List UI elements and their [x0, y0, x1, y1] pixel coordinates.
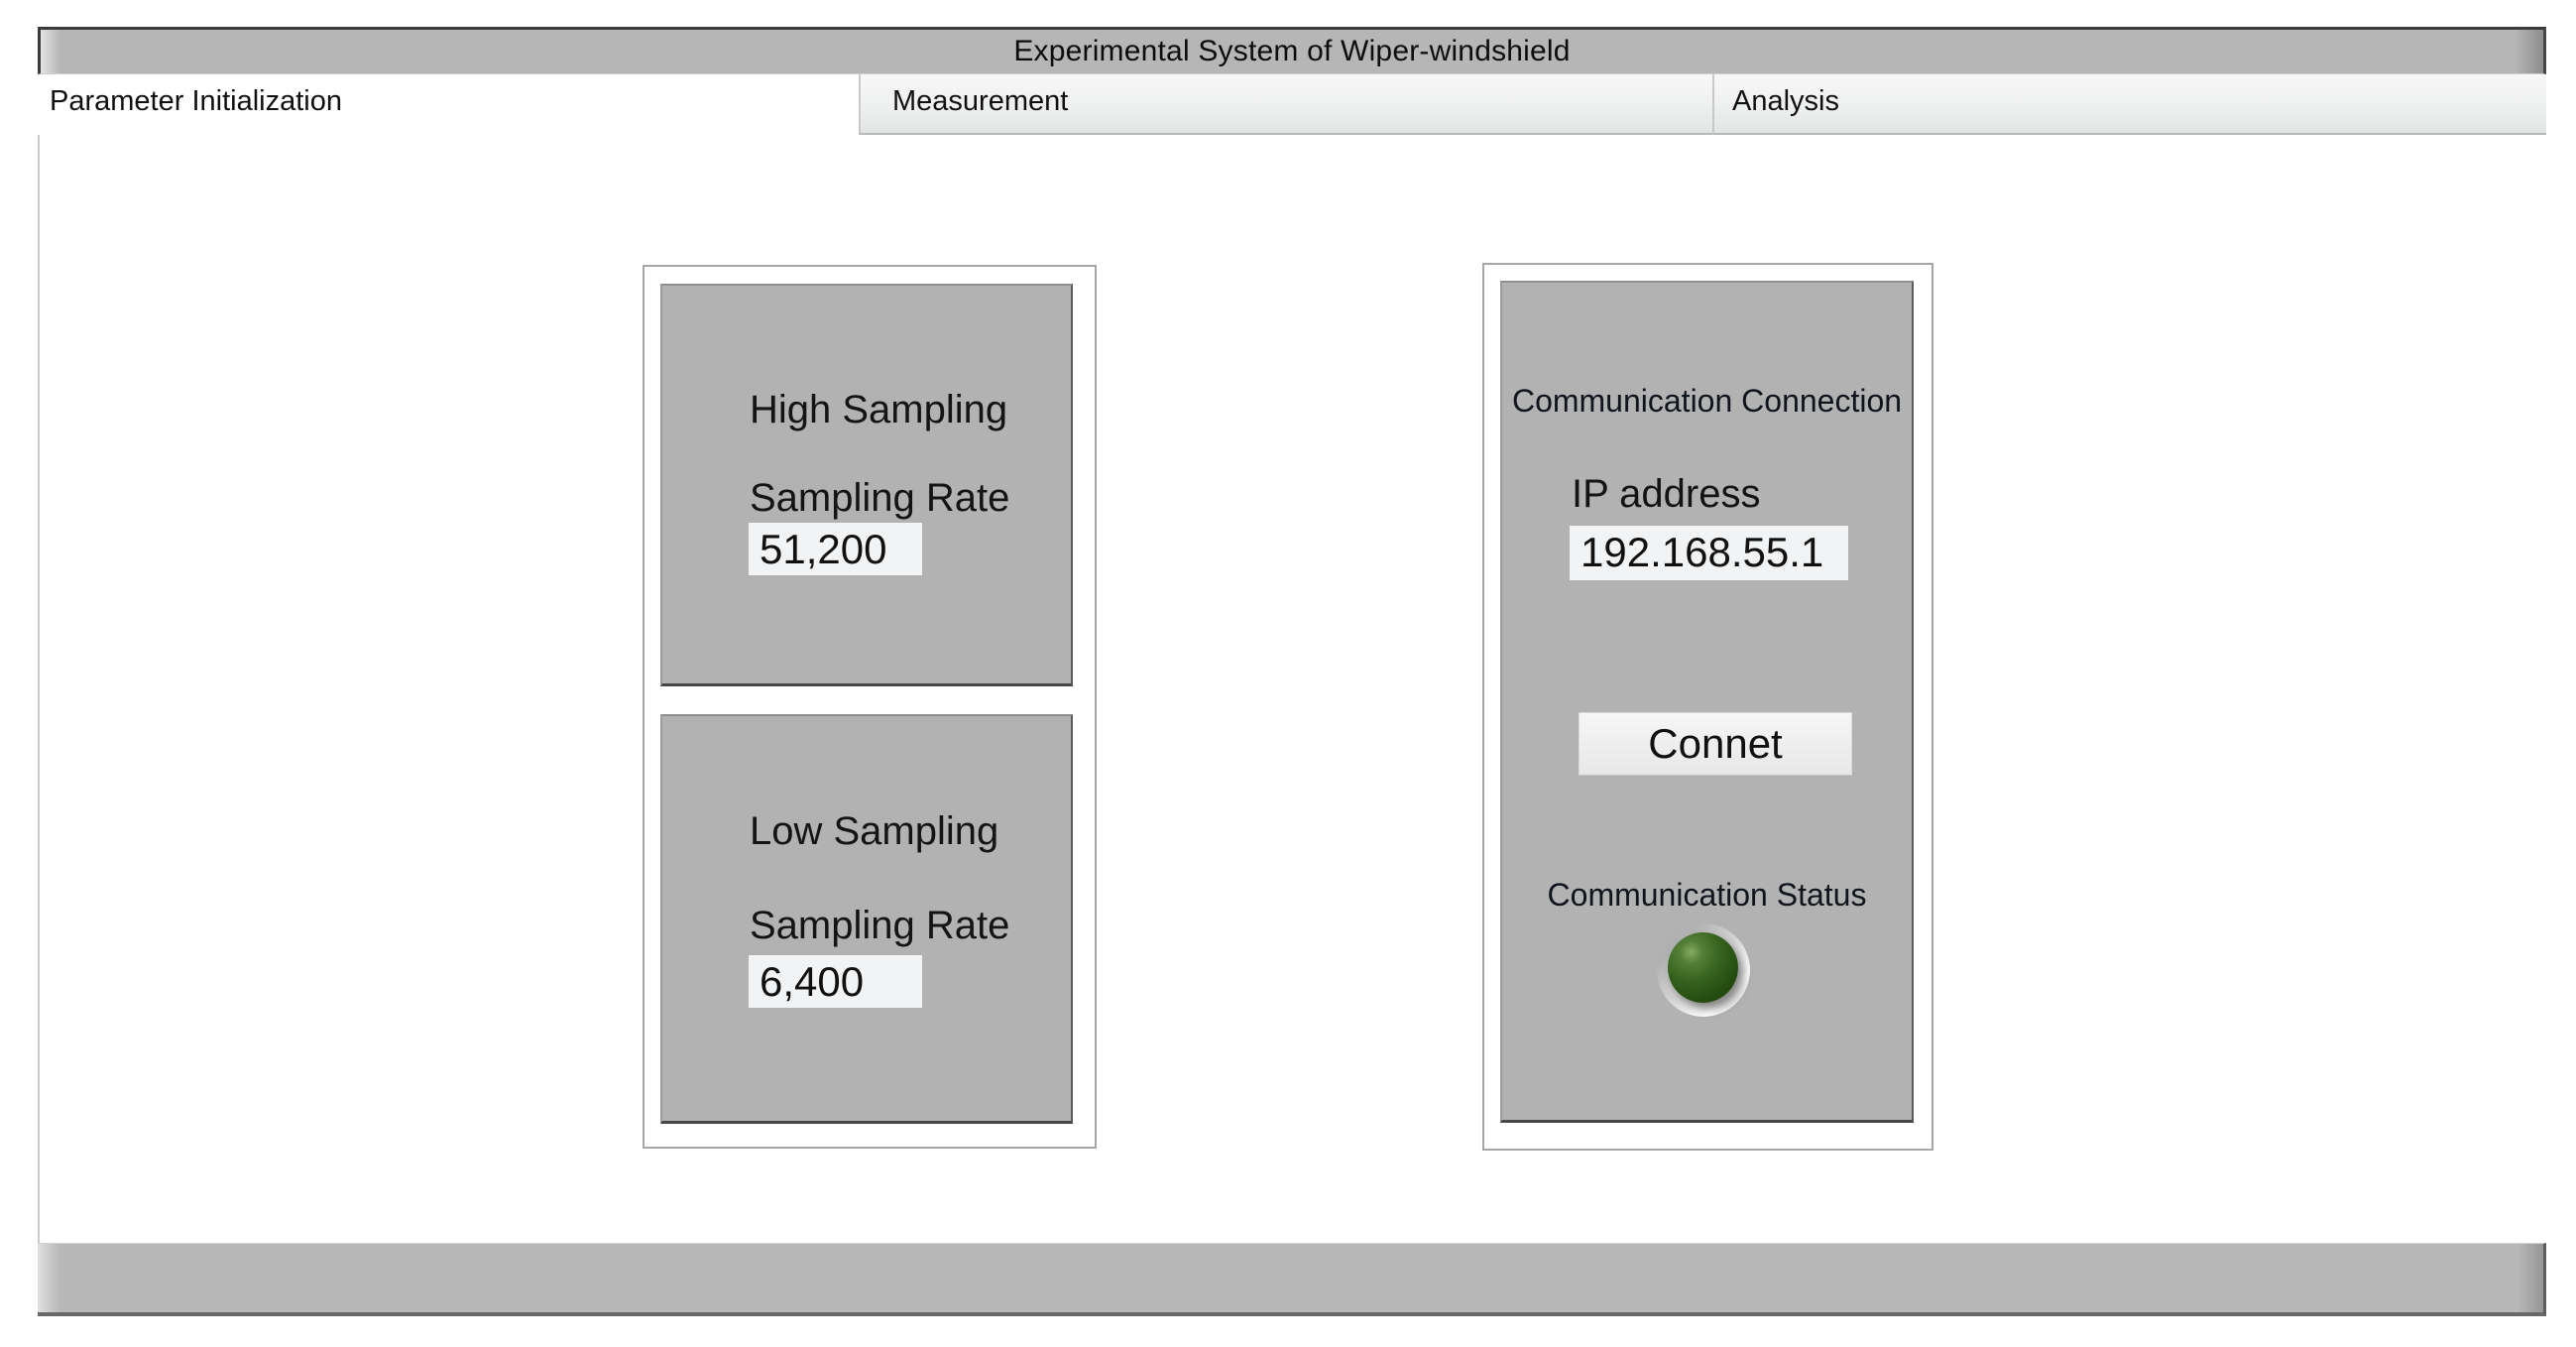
communication-group: Communication Connection IP address 192.… — [1482, 263, 1933, 1151]
low-sampling-title: Low Sampling — [750, 809, 999, 853]
low-sampling-panel: Low Sampling Sampling Rate 6,400 — [660, 714, 1073, 1124]
high-sampling-title: High Sampling — [750, 388, 1008, 431]
bottombar-left-cap — [38, 1244, 59, 1312]
tab-analysis[interactable]: Analysis — [1712, 74, 2546, 135]
high-sampling-rate-label: Sampling Rate — [750, 476, 1010, 520]
window-left-border — [38, 74, 40, 1243]
window-title: Experimental System of Wiper-windshield — [1013, 35, 1571, 67]
titlebar-right-cap — [2516, 30, 2543, 73]
titlebar-left-cap — [41, 30, 60, 73]
tab-bar: Parameter Initialization Measurement Ana… — [38, 74, 2546, 135]
tab-label: Analysis — [1732, 85, 1839, 117]
communication-panel: Communication Connection IP address 192.… — [1500, 281, 1914, 1123]
connect-button[interactable]: Connet — [1579, 712, 1852, 776]
tab-parameter-initialization[interactable]: Parameter Initialization — [38, 74, 859, 135]
ip-address-input[interactable]: 192.168.55.1 — [1570, 526, 1848, 580]
high-sampling-panel: High Sampling Sampling Rate 51,200 — [660, 284, 1073, 686]
low-sampling-rate-label: Sampling Rate — [750, 904, 1010, 947]
window-bottom-bar — [38, 1243, 2546, 1316]
high-sampling-rate-input[interactable]: 51,200 — [749, 523, 922, 575]
sampling-group: High Sampling Sampling Rate 51,200 Low S… — [643, 265, 1097, 1149]
ip-address-label: IP address — [1572, 472, 1761, 516]
window-titlebar: Experimental System of Wiper-windshield — [38, 27, 2546, 74]
tab-label: Parameter Initialization — [50, 85, 342, 117]
low-sampling-rate-input[interactable]: 6,400 — [749, 955, 922, 1008]
communication-connection-title: Communication Connection — [1511, 383, 1903, 419]
tab-label: Measurement — [892, 85, 1069, 117]
tab-measurement[interactable]: Measurement — [859, 74, 1712, 135]
bottombar-right-cap — [2517, 1244, 2543, 1312]
led-sphere-icon — [1668, 932, 1738, 1003]
communication-status-led — [1657, 923, 1750, 1017]
communication-status-label: Communication Status — [1547, 877, 1867, 913]
